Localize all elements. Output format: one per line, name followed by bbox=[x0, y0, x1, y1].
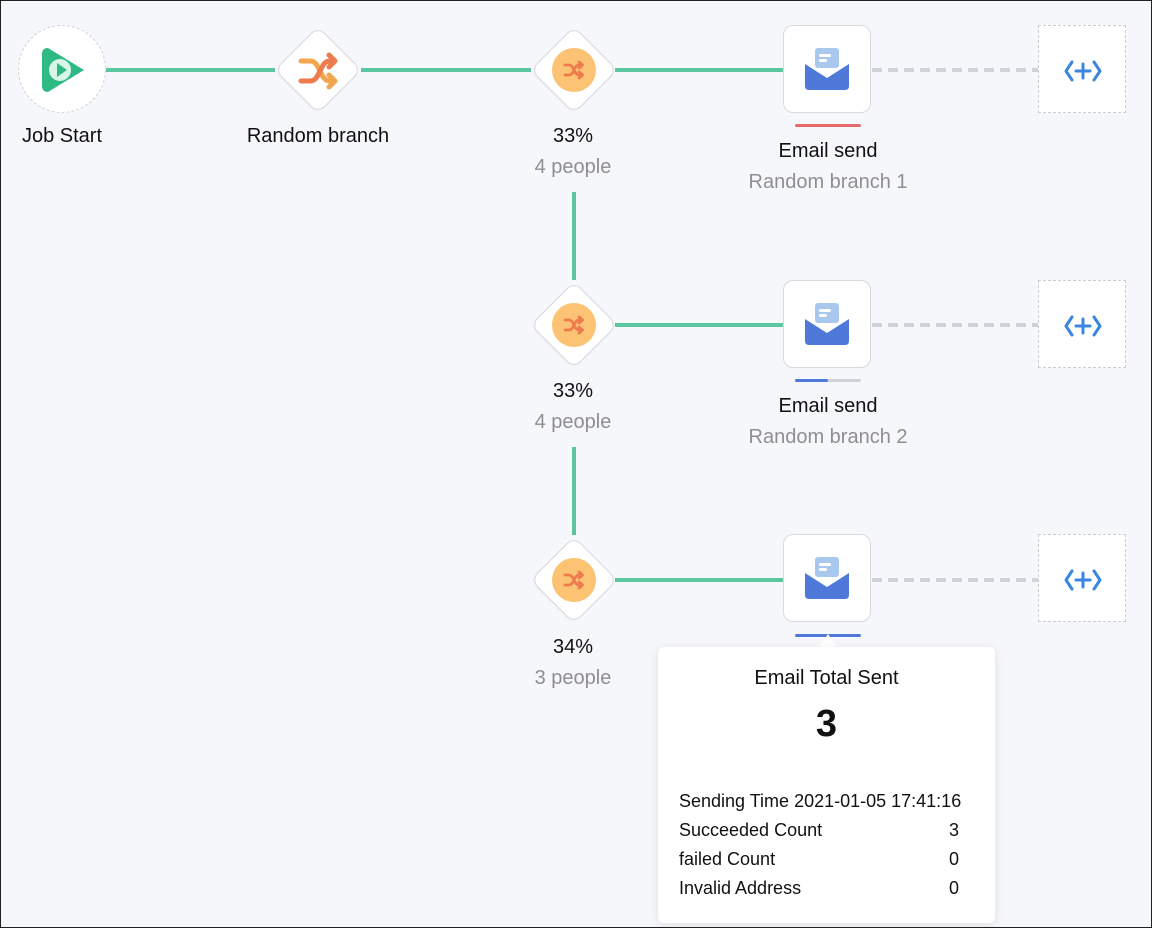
code-add-icon bbox=[1064, 315, 1102, 337]
email-icon bbox=[805, 48, 849, 90]
branch-3-node[interactable] bbox=[530, 536, 618, 624]
shuffle-icon bbox=[563, 315, 584, 335]
shuffle-icon bbox=[563, 60, 584, 80]
tooltip-row-value: 0 bbox=[948, 878, 959, 898]
branch-2-node[interactable] bbox=[530, 281, 618, 369]
code-add-icon bbox=[1064, 60, 1102, 82]
email-2-status-fill bbox=[795, 379, 828, 382]
tooltip-row-label: Succeeded Count bbox=[679, 820, 823, 840]
branch-1-people: 4 people bbox=[534, 156, 612, 178]
tooltip-row-label: Sending Time 2021-01-05 17:41:16 bbox=[679, 791, 962, 811]
email-send-1-sublabel: Random branch 1 bbox=[748, 171, 908, 193]
shuffle-icon bbox=[563, 570, 584, 590]
email-send-2-sublabel: Random branch 2 bbox=[748, 426, 908, 448]
branch-1-percent: 33% bbox=[552, 125, 594, 147]
tooltip-row-invalid: Invalid Address 0 bbox=[679, 878, 959, 902]
shuffle-icon bbox=[298, 52, 338, 90]
tooltip-arrow bbox=[819, 634, 837, 647]
job-start-node[interactable] bbox=[18, 25, 106, 113]
email-icon bbox=[805, 303, 849, 345]
tooltip-row-value: 0 bbox=[948, 849, 959, 869]
random-branch-label: Random branch bbox=[246, 125, 390, 147]
code-add-icon bbox=[1064, 569, 1102, 591]
branch-3-people: 3 people bbox=[534, 667, 612, 689]
email-send-node-2[interactable] bbox=[783, 280, 871, 368]
play-icon bbox=[42, 48, 84, 92]
tooltip-row-label: failed Count bbox=[679, 849, 776, 869]
email-stats-tooltip: Email Total Sent 3 Sending Time 2021-01-… bbox=[658, 647, 995, 923]
tooltip-total-count: 3 bbox=[815, 703, 838, 745]
job-start-label: Job Start bbox=[21, 125, 103, 147]
email-send-node-1[interactable] bbox=[783, 25, 871, 113]
tooltip-title: Email Total Sent bbox=[754, 667, 899, 689]
email-send-1-label: Email send bbox=[778, 140, 878, 162]
email-2-status-bar bbox=[795, 379, 861, 382]
email-send-node-3[interactable] bbox=[783, 534, 871, 622]
branch-3-badge bbox=[552, 558, 596, 602]
branch-1-node[interactable] bbox=[530, 26, 618, 114]
email-send-2-label: Email send bbox=[778, 395, 878, 417]
tooltip-row-label: Invalid Address bbox=[679, 878, 802, 898]
branch-3-percent: 34% bbox=[552, 636, 594, 658]
branch-2-badge bbox=[552, 303, 596, 347]
tooltip-row-value: 3 bbox=[948, 820, 959, 840]
email-icon bbox=[805, 557, 849, 599]
tooltip-row-sending-time: Sending Time 2021-01-05 17:41:16 bbox=[679, 791, 962, 815]
add-step-node-2[interactable] bbox=[1038, 280, 1126, 368]
tooltip-row-succeeded: Succeeded Count 3 bbox=[679, 820, 959, 844]
branch-2-percent: 33% bbox=[552, 380, 594, 402]
add-step-node-1[interactable] bbox=[1038, 25, 1126, 113]
branch-1-badge bbox=[552, 48, 596, 92]
branch-2-people: 4 people bbox=[534, 411, 612, 433]
add-step-node-3[interactable] bbox=[1038, 534, 1126, 622]
email-1-status-bar bbox=[795, 124, 861, 127]
tooltip-row-failed: failed Count 0 bbox=[679, 849, 959, 873]
random-branch-node[interactable] bbox=[274, 26, 362, 114]
